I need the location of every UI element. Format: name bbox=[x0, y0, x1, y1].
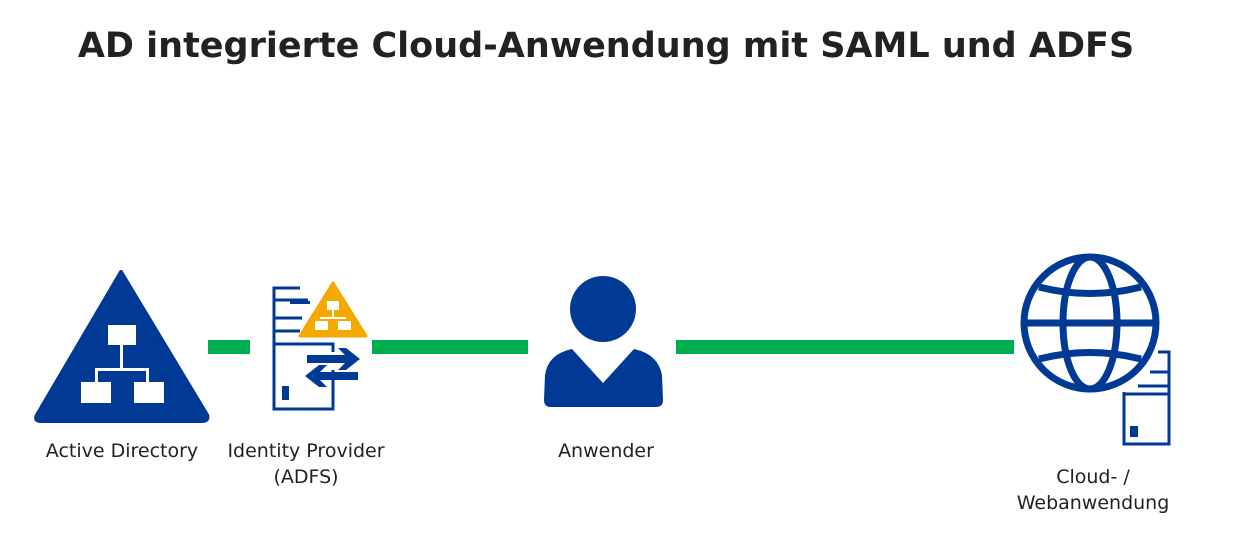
connector-lines bbox=[208, 340, 1014, 354]
active-directory-icon bbox=[34, 270, 210, 423]
cloud-app-label: Cloud- / Webanwendung bbox=[993, 464, 1193, 516]
identity-provider-label: Identity Provider (ADFS) bbox=[206, 438, 406, 490]
identity-provider-label-line2: (ADFS) bbox=[273, 466, 339, 488]
connector-idp-user bbox=[372, 340, 528, 354]
cloud-app-label-line1: Cloud- / bbox=[1056, 466, 1130, 488]
user-icon bbox=[544, 276, 663, 407]
diagram-title: AD integrierte Cloud-Anwendung mit SAML … bbox=[77, 26, 1135, 66]
connector-ad-idp bbox=[208, 340, 250, 354]
globe-server-icon bbox=[1020, 253, 1171, 446]
active-directory-label: Active Directory bbox=[45, 440, 199, 462]
user-label: Anwender bbox=[558, 440, 654, 462]
identity-provider-label-line1: Identity Provider bbox=[227, 440, 385, 462]
connector-user-cloud bbox=[676, 340, 1014, 354]
identity-provider-server-icon bbox=[272, 281, 368, 411]
cloud-app-label-line2: Webanwendung bbox=[1016, 492, 1170, 514]
